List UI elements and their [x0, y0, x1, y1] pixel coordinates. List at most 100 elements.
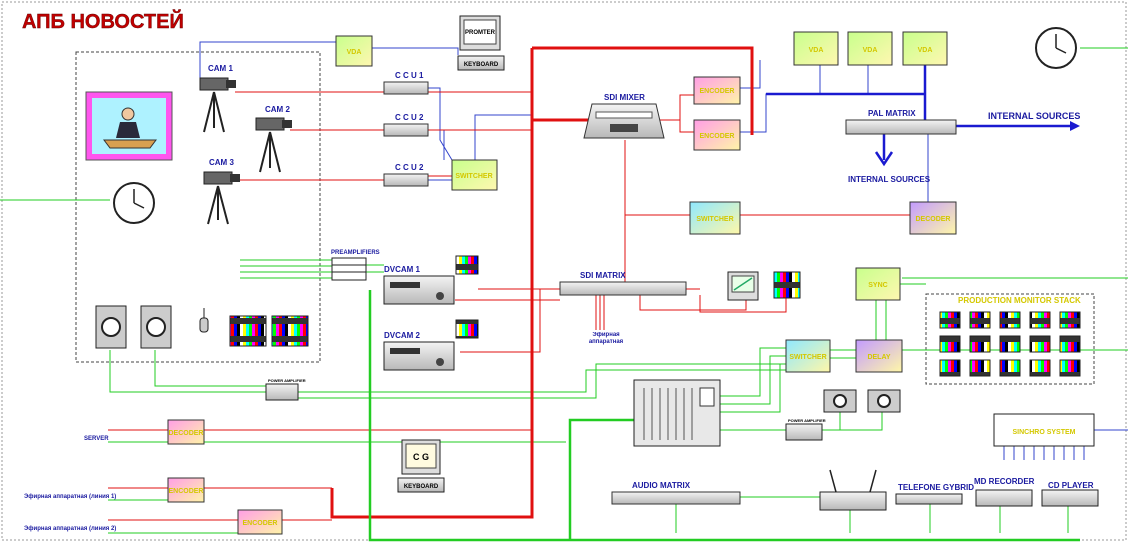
- decoder-right-block: DECODER: [909, 201, 957, 235]
- switcher-mid-block: SWITCHER: [689, 201, 741, 235]
- label-ccu2b: C C U 2: [395, 163, 424, 172]
- label-cam3: CAM 3: [209, 158, 234, 167]
- sync-block: SYNC: [855, 267, 901, 301]
- monitor-dvcam2: [455, 319, 479, 339]
- label-keyboard-2: KEYBOARD: [404, 484, 439, 490]
- label-sdi-matrix: SDI MATRIX: [580, 271, 626, 280]
- svg-text:ENCODER: ENCODER: [699, 88, 734, 95]
- audio-matrix-unit: [611, 491, 741, 505]
- svg-text:DECODER: DECODER: [915, 216, 950, 223]
- switcher-audio-block: SWITCHER: [785, 339, 831, 373]
- encoder-block-2: ENCODER: [693, 119, 741, 151]
- label-cg: C G: [413, 452, 429, 462]
- microphone-icon: [199, 308, 209, 333]
- wireless-receiver-icon: [819, 469, 887, 511]
- label-efir-line1: Эфирная аппаратная (линия 1): [24, 493, 116, 500]
- telephone-hybrid-unit: [895, 493, 963, 505]
- svg-text:VDA: VDA: [918, 47, 933, 54]
- svg-text:SYNC: SYNC: [868, 282, 887, 289]
- svg-text:ENCODER: ENCODER: [699, 133, 734, 140]
- speaker-right-icon: [140, 305, 172, 349]
- vda-block-1: VDA: [335, 35, 373, 67]
- power-amplifier-2: [785, 423, 823, 441]
- clock-icon-left: [113, 182, 155, 224]
- label-pal-matrix: PAL MATRIX: [868, 109, 916, 118]
- encoder-line2-block: ENCODER: [237, 509, 283, 535]
- blue-pal-bus: [766, 60, 927, 120]
- dvcam-1-unit: [383, 275, 455, 305]
- red-video-bus: [330, 46, 754, 519]
- svg-text:VDA: VDA: [809, 47, 824, 54]
- ccu-1-unit: [383, 81, 429, 95]
- label-audio-matrix: AUDIO MATRIX: [632, 481, 691, 490]
- svg-text:SWITCHER: SWITCHER: [696, 216, 733, 223]
- camera-1-icon: [199, 77, 236, 133]
- monitor-bars-mid: [773, 271, 801, 299]
- label-dvcam1: DVCAM 1: [384, 265, 421, 274]
- audio-mixer-console: [633, 379, 721, 447]
- svg-text:SINCHRO SYSTEM: SINCHRO SYSTEM: [1012, 429, 1075, 436]
- switcher-ccu-block: SWITCHER: [451, 159, 498, 191]
- sdi-mixer-unit: [583, 103, 665, 139]
- green-audio-bus: [368, 290, 1080, 542]
- svg-text:ENCODER: ENCODER: [242, 520, 277, 527]
- label-sdi-mixer: SDI MIXER: [604, 93, 645, 102]
- label-preamplifiers: PREAMPLIFIERS: [331, 250, 380, 256]
- studio-monitor-left: [229, 315, 267, 347]
- svg-text:VDA: VDA: [863, 47, 878, 54]
- svg-text:SWITCHER: SWITCHER: [789, 354, 826, 361]
- dvcam-2-unit: [383, 341, 455, 371]
- label-internal-sources-right: INTERNAL SOURCES: [988, 111, 1080, 121]
- prompter-computer: [457, 15, 505, 71]
- svg-text:VDA: VDA: [347, 49, 362, 56]
- label-cam1: CAM 1: [208, 64, 233, 73]
- vda-block-4: VDA: [902, 31, 948, 66]
- md-recorder-unit: [975, 489, 1033, 507]
- label-internal-sources-down: INTERNAL SOURCES: [848, 175, 931, 184]
- studio-monitor-right: [271, 315, 309, 347]
- camera-3-icon: [203, 171, 240, 225]
- label-ccu1: C C U 1: [395, 71, 424, 80]
- monitor-stack-area: [925, 293, 1095, 385]
- svg-text:SWITCHER: SWITCHER: [455, 173, 492, 180]
- encoder-line1-block: ENCODER: [167, 477, 205, 503]
- cg-computer: [397, 439, 445, 493]
- vda-block-2: VDA: [793, 31, 839, 66]
- camera-2-icon: [255, 117, 292, 173]
- svg-text:DELAY: DELAY: [867, 354, 890, 361]
- label-efir-app: Эфирная аппаратная: [589, 332, 623, 345]
- clock-icon-right: [1035, 27, 1077, 69]
- production-monitor-grid: [939, 311, 1081, 377]
- label-keyboard-1: KEYBOARD: [464, 62, 499, 68]
- svg-text:DECODER: DECODER: [168, 430, 203, 437]
- studio-area: [75, 51, 321, 363]
- speaker-left-icon: [95, 305, 127, 349]
- monitor-dvcam1: [455, 255, 479, 275]
- speaker-small-1-icon: [823, 389, 857, 413]
- label-power-amp-2: POWER AMPLIFIER: [788, 418, 826, 423]
- presenter-monitor: [85, 91, 173, 161]
- encoder-block-1: ENCODER: [693, 76, 741, 105]
- power-amplifier-1: [265, 383, 299, 401]
- delay-block: DELAY: [855, 339, 903, 373]
- cd-player-unit: [1041, 489, 1099, 507]
- wires-thin: [0, 41, 1128, 534]
- page-title: АПБ НОВОСТЕЙ: [22, 9, 184, 33]
- preamplifiers-unit: [331, 257, 367, 281]
- label-server: SERVER: [84, 436, 109, 442]
- synchro-system-box: SINCHRO SYSTEM: [993, 413, 1095, 447]
- pal-matrix-unit: [845, 119, 957, 135]
- vda-block-3: VDA: [847, 31, 893, 66]
- label-cam2: CAM 2: [265, 105, 290, 114]
- label-efir-line2: Эфирная аппаратная (линия 2): [24, 525, 116, 532]
- label-prompter: PROMTER: [465, 30, 496, 36]
- label-md-recorder: MD RECORDER: [974, 477, 1035, 486]
- label-dvcam2: DVCAM 2: [384, 331, 421, 340]
- arrow-head-right: [1070, 121, 1080, 131]
- label-telefone: TELEFONE GYBRID: [898, 483, 974, 492]
- waveform-monitor: [727, 271, 759, 301]
- label-ccu2a: C C U 2: [395, 113, 424, 122]
- ccu-2-unit: [383, 123, 429, 137]
